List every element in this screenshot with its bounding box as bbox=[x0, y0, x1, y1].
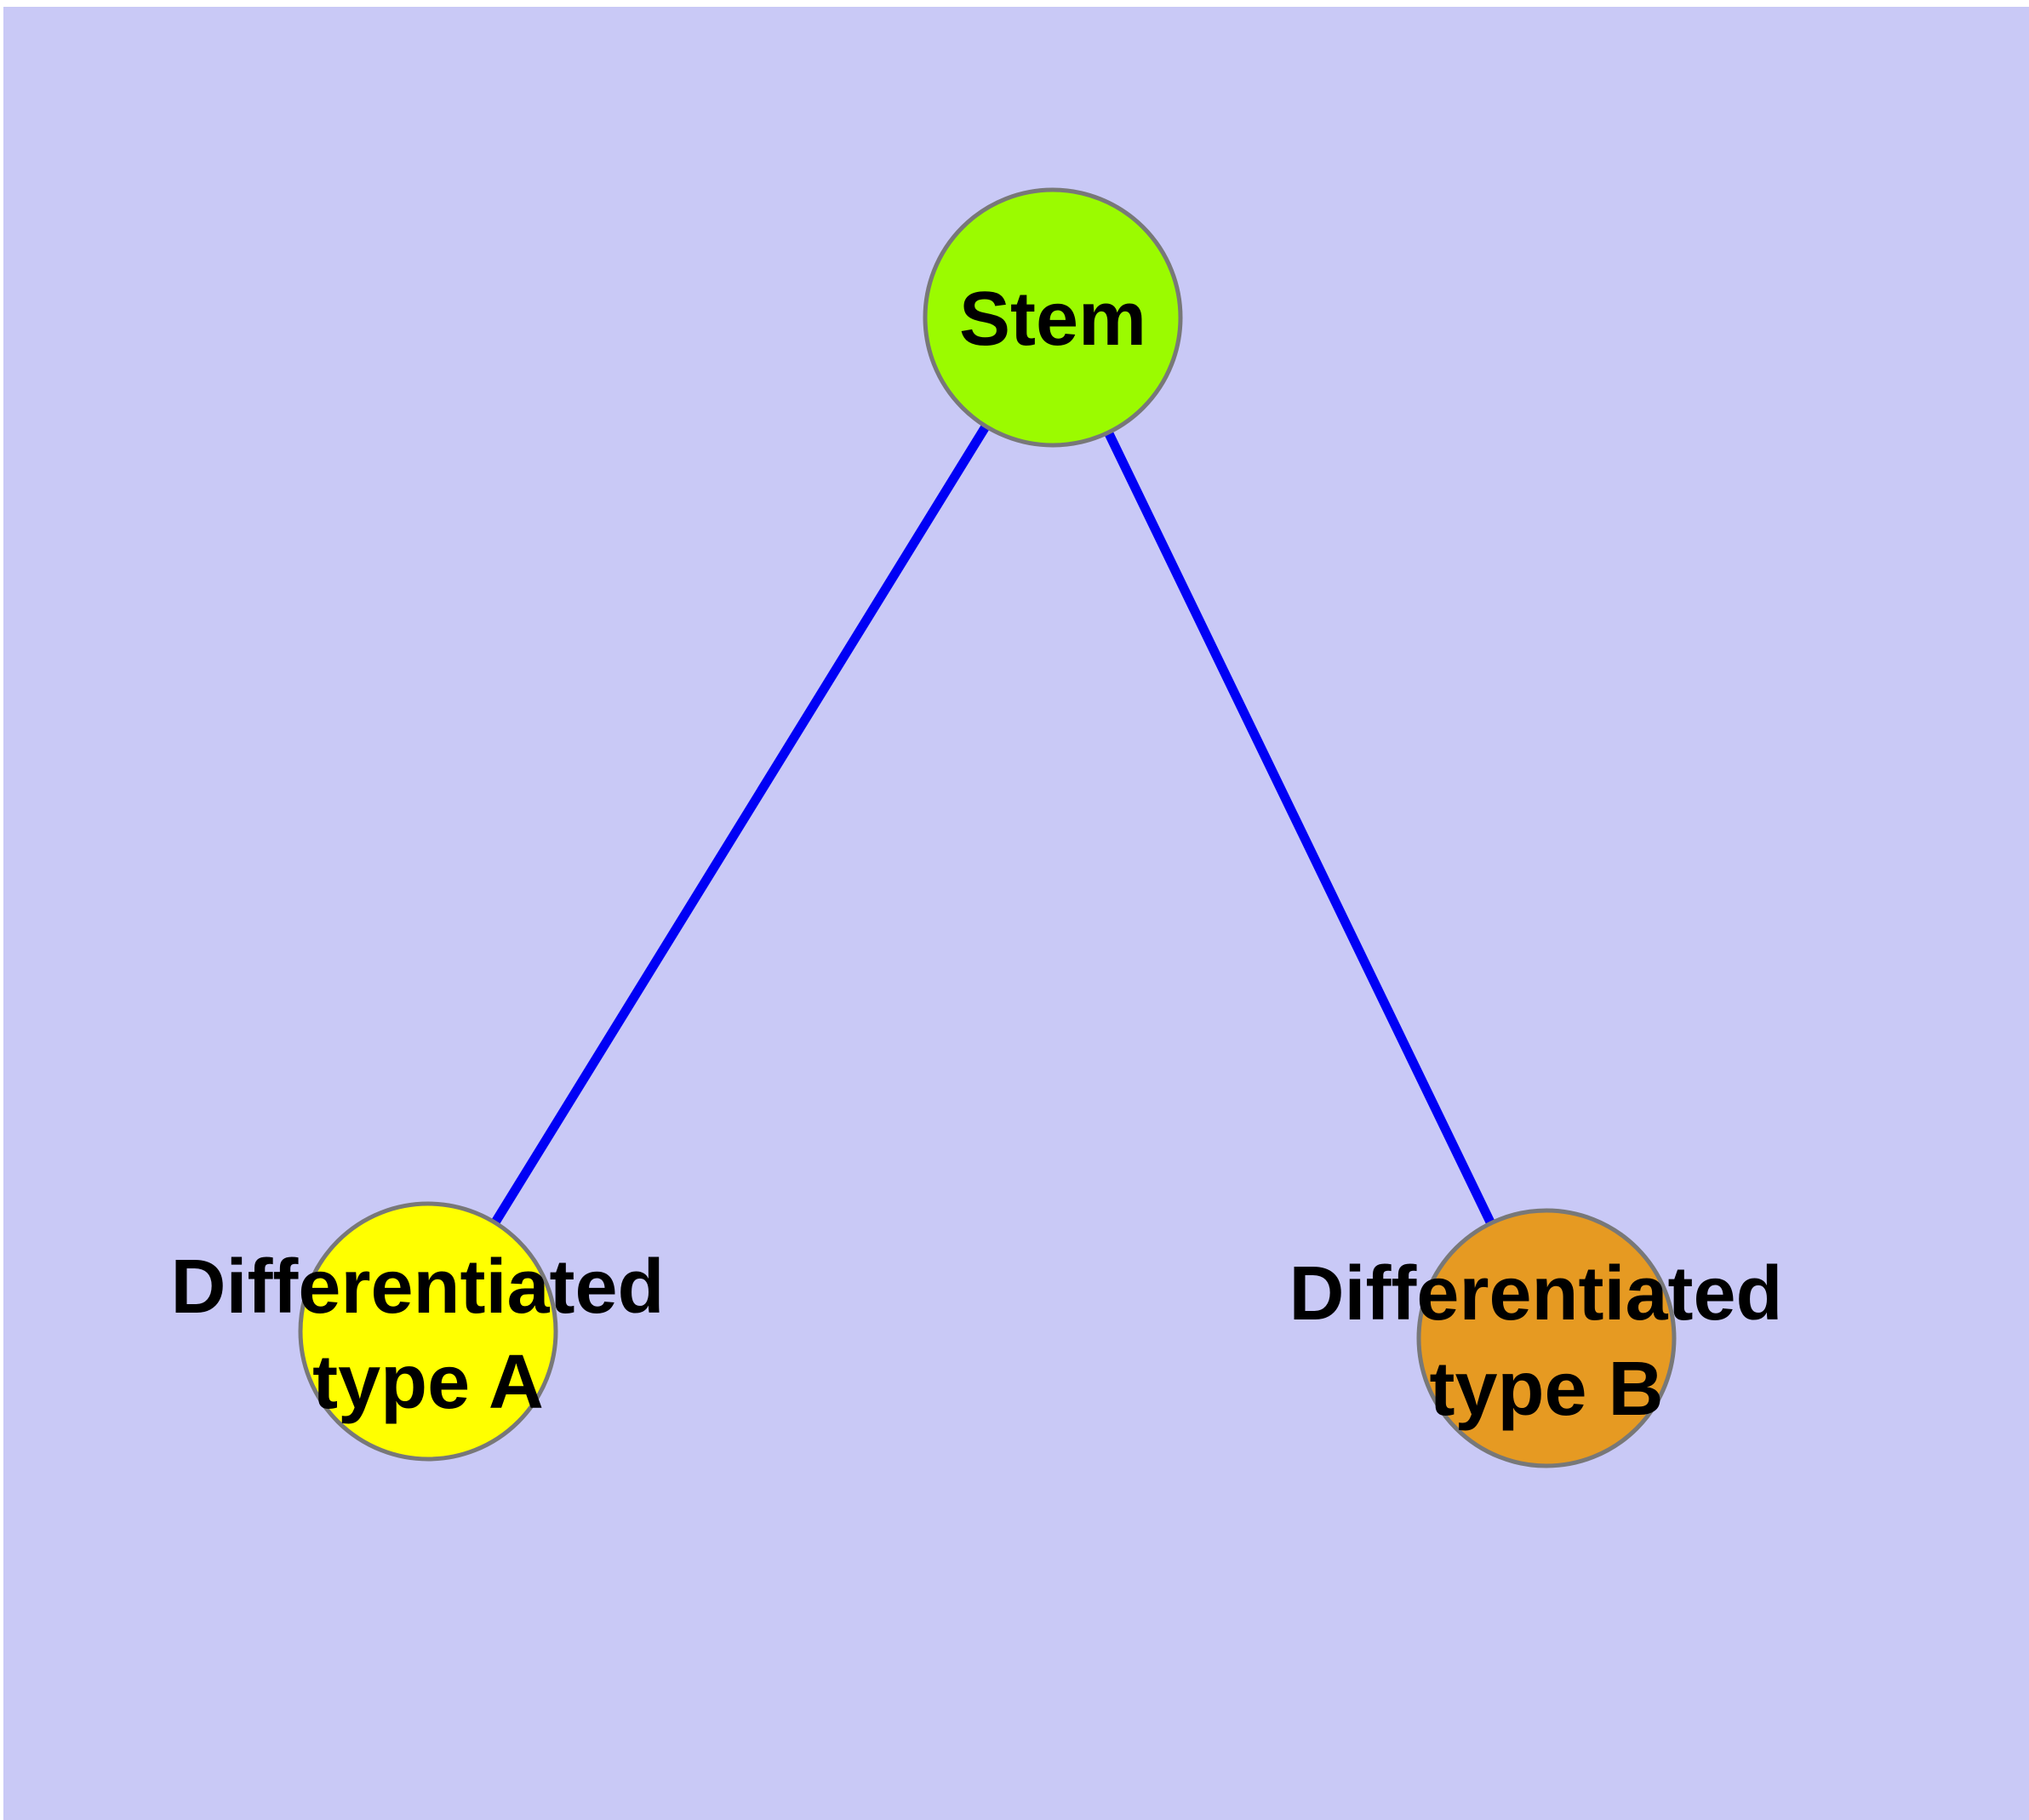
node-type-b-label: Differentiated type B bbox=[1289, 1251, 1803, 1432]
node-type-b-label-line2: type B bbox=[1429, 1347, 1663, 1432]
node-type-b[interactable] bbox=[1416, 1208, 1677, 1468]
node-stem[interactable] bbox=[923, 187, 1183, 448]
node-stem-label: Stem bbox=[959, 277, 1146, 362]
edge-stem-to-type-b bbox=[1049, 315, 1551, 1341]
node-type-a-label-line2: type A bbox=[312, 1340, 544, 1425]
edge-stem-to-type-a bbox=[424, 315, 1057, 1334]
node-group bbox=[298, 187, 1677, 1468]
node-type-b-label-line1: Differentiated bbox=[1289, 1251, 1782, 1336]
node-type-a-label-line1: Differentiated bbox=[170, 1245, 664, 1330]
node-type-a-label: Differentiated type A bbox=[170, 1245, 685, 1425]
label-group: Stem Differentiated type A Differentiate… bbox=[170, 277, 1803, 1432]
edge-group bbox=[424, 315, 1551, 1341]
node-type-a[interactable] bbox=[298, 1201, 558, 1462]
